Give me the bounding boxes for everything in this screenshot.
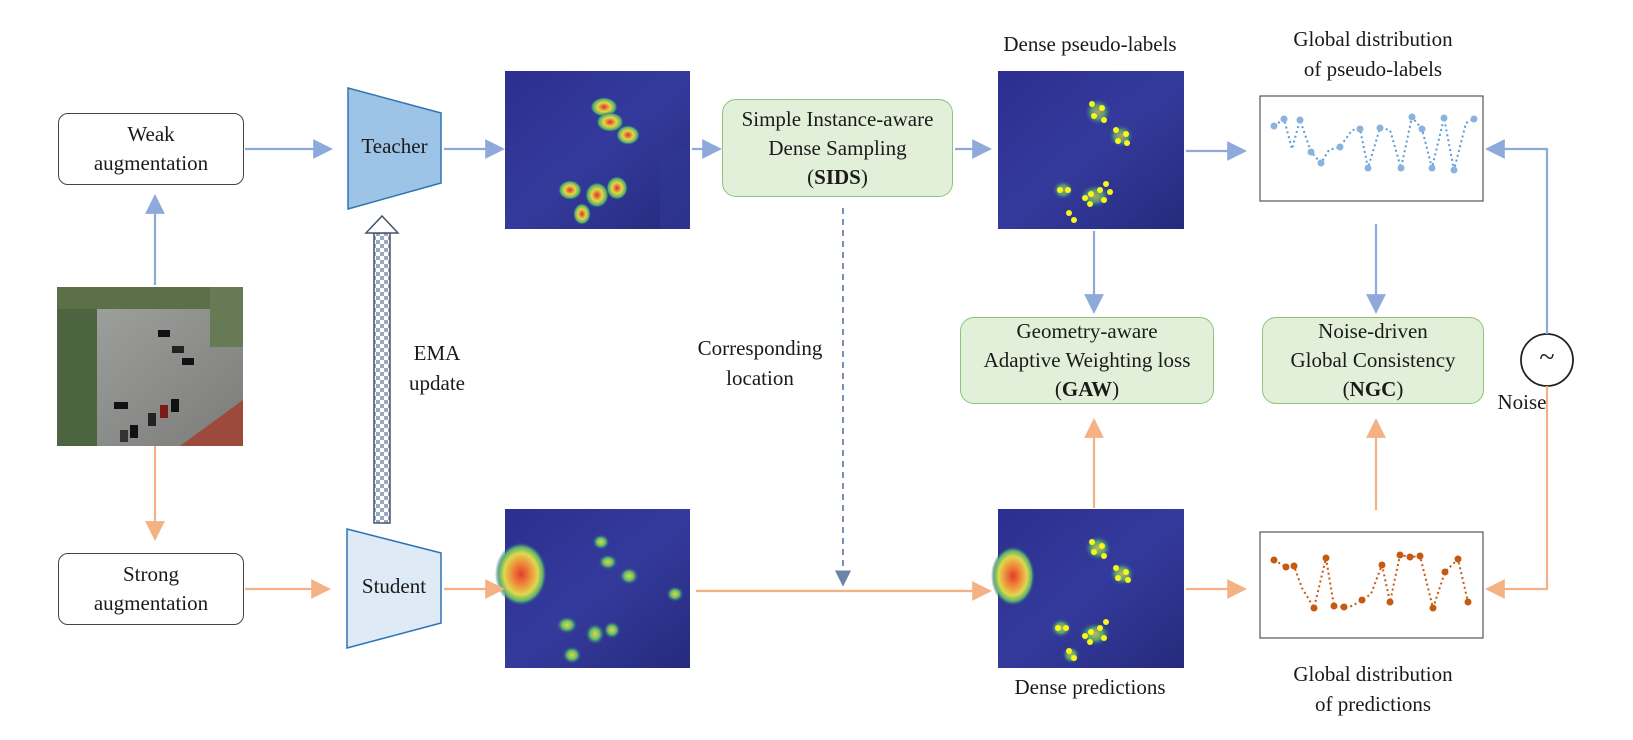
student-label: Student — [361, 574, 427, 598]
prediction-distribution-series — [1273, 553, 1469, 612]
noise-symbol: ~ — [1539, 342, 1555, 373]
ngc-line2: Global Consistency — [1290, 348, 1456, 372]
global-pseudo-line2: of pseudo-labels — [1303, 57, 1443, 81]
ema-update-line2: update — [409, 371, 465, 395]
ngc-module: Noise-driven Global Consistency (NGC) — [1262, 317, 1484, 404]
pseudo-distribution-points — [1270, 113, 1478, 174]
global-pseudo-line1: Global distribution — [1293, 27, 1453, 51]
pseudo-distribution-plot — [1259, 95, 1484, 202]
prediction-distribution-plot — [1259, 531, 1484, 639]
sids-line3: (SIDS) — [807, 164, 868, 189]
corresponding-location-label: Corresponding location — [680, 333, 840, 393]
sids-abbreviation: SIDS — [814, 164, 861, 189]
global-prediction-title: Global distribution of predictions — [1262, 659, 1484, 719]
ngc-abbreviation: NGC — [1349, 377, 1397, 401]
teacher-label: Teacher — [361, 134, 428, 158]
student-network-shape — [346, 528, 442, 649]
prediction-distribution-points — [1270, 551, 1472, 612]
dense-predictions-title: Dense predictions — [1014, 675, 1166, 699]
global-pred-line2: of predictions — [1314, 692, 1432, 716]
gaw-line1: Geometry-aware — [1016, 319, 1158, 343]
strong-augmentation-line1: Strong — [122, 562, 179, 586]
strong-augmentation-box: Strong augmentation — [58, 553, 244, 625]
input-aerial-image — [57, 287, 243, 446]
weak-augmentation-box: Weak augmentation — [58, 113, 244, 185]
pseudo-distribution-series — [1273, 114, 1475, 171]
noise-label: Noise — [1497, 390, 1547, 414]
weak-augmentation-line1: Weak — [127, 122, 175, 146]
student-flow-arrows — [145, 386, 1549, 601]
student-heatmap — [495, 509, 690, 668]
ngc-line1: Noise-driven — [1318, 319, 1428, 343]
gaw-module: Geometry-aware Adaptive Weighting loss (… — [960, 317, 1214, 404]
gaw-line3: (GAW) — [1054, 377, 1120, 401]
teacher-flow-arrows — [145, 139, 1549, 334]
corresponding-line2: location — [726, 366, 794, 390]
strong-augmentation-line2: augmentation — [93, 591, 209, 615]
prediction-heatmap — [991, 509, 1184, 668]
ngc-line3: (NGC) — [1342, 377, 1404, 401]
sids-module: Simple Instance-aware Dense Sampling (SI… — [722, 99, 953, 197]
ema-update-arrow — [364, 214, 400, 524]
global-pseudo-title: Global distribution of pseudo-labels — [1262, 24, 1484, 84]
teacher-network-shape — [347, 87, 442, 210]
pseudo-label-heatmap — [998, 71, 1184, 229]
ema-update-line1: EMA — [413, 341, 461, 365]
sids-line1: Simple Instance-aware — [741, 106, 934, 131]
gaw-line2: Adaptive Weighting loss — [983, 348, 1191, 372]
weak-augmentation-line2: augmentation — [93, 151, 209, 175]
gaw-abbreviation: GAW — [1061, 377, 1113, 401]
ema-update-label: EMA update — [397, 338, 477, 398]
corresponding-line1: Corresponding — [697, 336, 823, 360]
dense-pseudo-labels-title: Dense pseudo-labels — [1003, 32, 1177, 56]
teacher-heatmap — [505, 71, 690, 229]
global-pred-line1: Global distribution — [1293, 662, 1453, 686]
sids-line2: Dense Sampling — [768, 135, 907, 160]
